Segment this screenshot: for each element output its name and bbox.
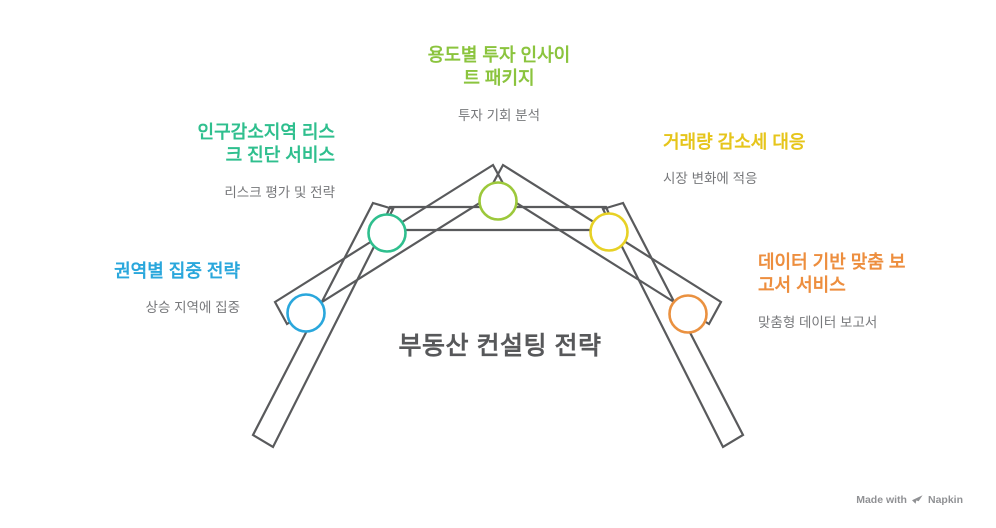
node-circle-yellow xyxy=(589,212,629,252)
item-title: 권역별 집중 전략 xyxy=(114,261,240,281)
item-subtitle: 상승 지역에 집중 xyxy=(145,300,240,315)
bridge-nodes xyxy=(286,181,708,334)
item-subtitle: 맞춤형 데이터 보고서 xyxy=(758,315,878,330)
item-title-line-1: 인구감소지역 리스 xyxy=(197,122,335,142)
diagram-title: 부동산 컨설팅 전략 xyxy=(398,332,602,360)
item-subtitle: 리스크 평가 및 전략 xyxy=(224,185,335,200)
item-title-line-1: 용도별 투자 인사이 xyxy=(427,45,571,65)
item-title-line-2: 크 진단 서비스 xyxy=(225,145,335,165)
bridge-leg-right xyxy=(601,201,745,449)
item-title-line-2: 트 패키지 xyxy=(463,68,535,88)
item-title-line-1: 데이터 기반 맞춤 보 xyxy=(758,252,906,272)
node-circle-green xyxy=(367,213,407,253)
item-subtitle: 시장 변화에 적응 xyxy=(663,171,758,186)
item-investment-package: 용도별 투자 인사이 트 패키지 투자 기회 분석 xyxy=(379,44,619,124)
bridge-plank-right-arch xyxy=(489,163,723,326)
napkin-brand-label: Napkin xyxy=(927,493,963,506)
item-subtitle: 투자 기회 분석 xyxy=(457,108,541,123)
node-circle-lime xyxy=(478,181,518,221)
bridge-leg-left xyxy=(251,201,395,449)
item-title: 거래량 감소세 대응 xyxy=(663,132,806,152)
napkin-logo-icon xyxy=(911,495,923,504)
item-title-line-2: 고서 서비스 xyxy=(758,275,846,295)
node-circle-blue xyxy=(286,293,326,333)
item-population-risk: 인구감소지역 리스 크 진단 서비스 리스크 평가 및 전략 xyxy=(105,121,335,201)
item-data-report: 데이터 기반 맞춤 보 고서 서비스 맞춤형 데이터 보고서 xyxy=(758,251,978,331)
node-circle-orange xyxy=(668,294,708,334)
made-with-label: Made with xyxy=(856,493,907,506)
made-with-napkin-link[interactable]: Made with Napkin xyxy=(856,493,963,506)
item-region-focus: 권역별 집중 전략 상승 지역에 집중 xyxy=(10,260,240,316)
item-volume-response: 거래량 감소세 대응 시장 변화에 적응 xyxy=(663,131,903,187)
